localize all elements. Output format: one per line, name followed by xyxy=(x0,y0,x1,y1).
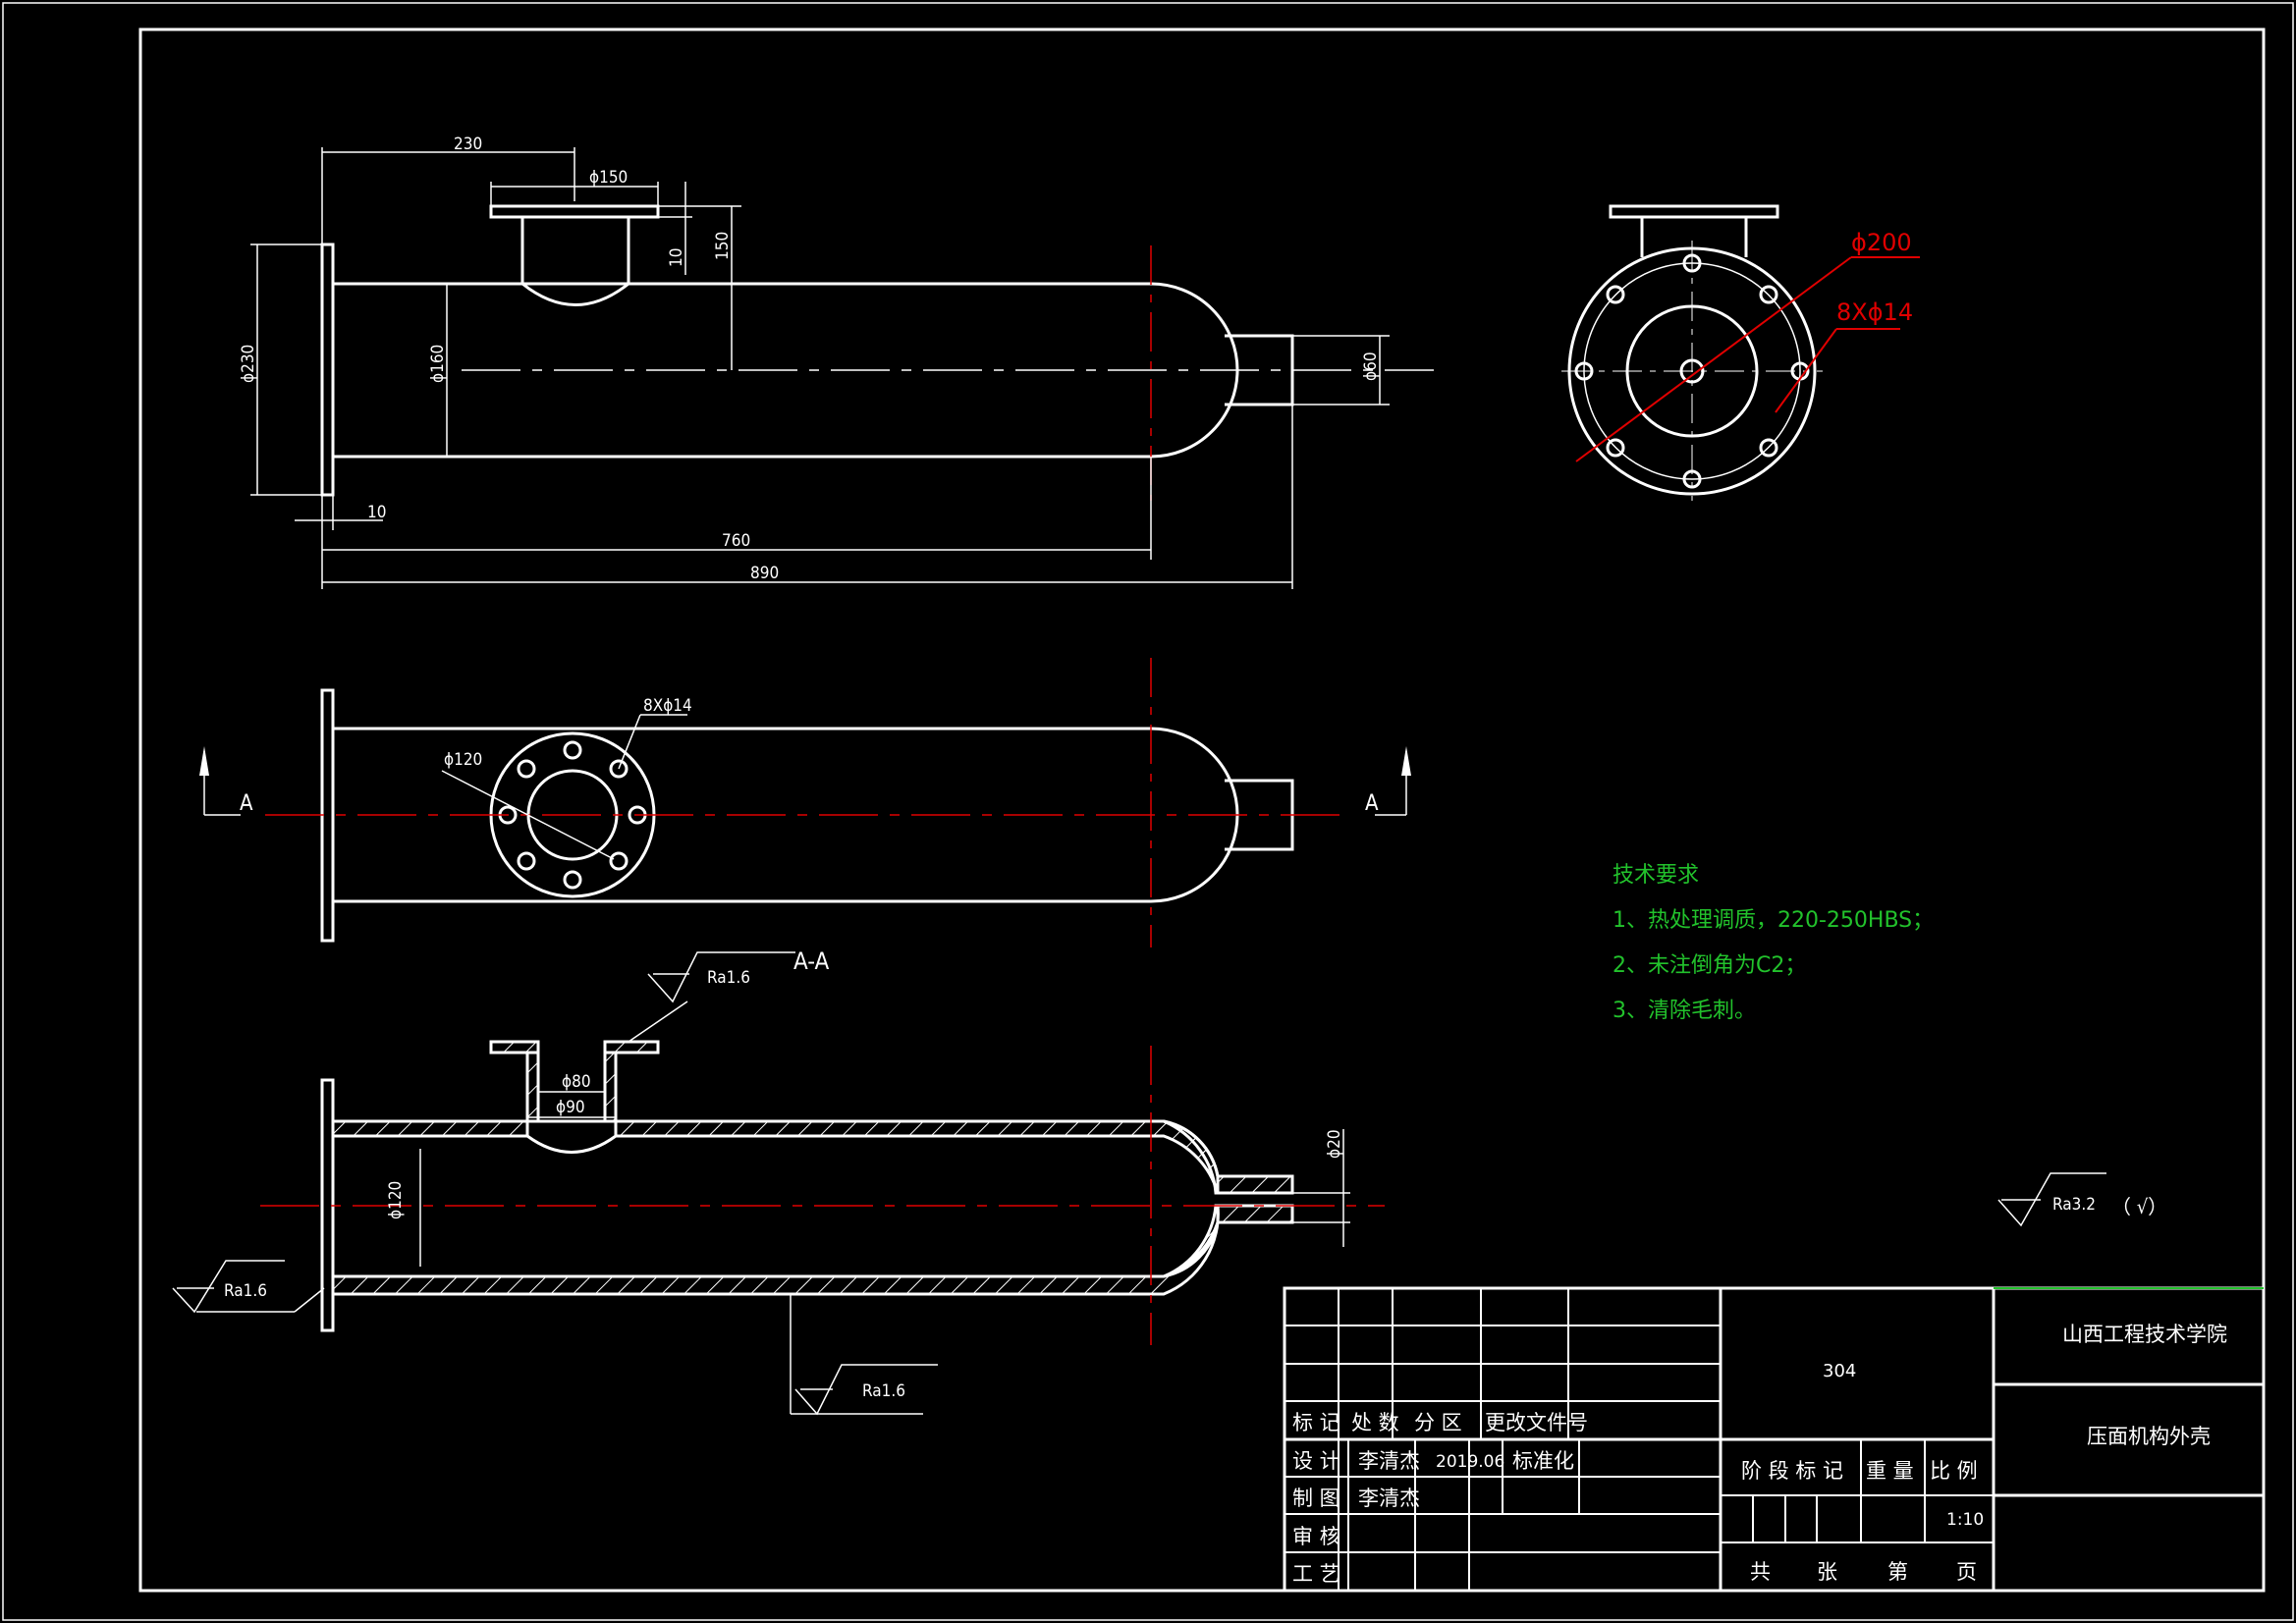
part-name: 压面机构外壳 xyxy=(2087,1425,2211,1448)
dim-phi150: ϕ150 xyxy=(589,168,628,188)
front-dimension-lines xyxy=(250,147,1390,589)
drawer-name: 李清杰 xyxy=(1358,1487,1420,1510)
roughness-left: Ra1.6 xyxy=(224,1281,267,1301)
title-block-texts: 304 山西工程技术学院 压面机构外壳 标 记 处 数 分 区 更改文件号 设 … xyxy=(1292,1323,2227,1586)
tech-req-line-2: 2、未注倒角为C2； xyxy=(1613,953,1806,978)
technical-requirements: 技术要求 1、热处理调质，220-250HBS； 2、未注倒角为C2； 3、清除… xyxy=(1613,863,1934,1023)
dim-150-vertical: 150 xyxy=(713,232,733,260)
section-texts: A-A Ra1.6 ϕ80 ϕ90 ϕ120 ϕ20 Ra1.6 Ra1.6 R… xyxy=(224,947,2167,1401)
section-arrow-left-icon xyxy=(199,746,209,776)
section-view xyxy=(320,1040,1294,1332)
dim-phi230: ϕ230 xyxy=(239,345,258,383)
label-mark: 标 记 xyxy=(1292,1411,1340,1434)
title-block-grid xyxy=(1283,1286,2266,1593)
roughness-bottom: Ra1.6 xyxy=(862,1381,905,1401)
label-page-of: 第 xyxy=(1887,1560,1908,1584)
label-process: 工 艺 xyxy=(1292,1562,1340,1586)
label-stage: 阶 段 标 记 xyxy=(1741,1459,1843,1483)
section-label-right: A xyxy=(1365,791,1379,816)
dim-phi160: ϕ160 xyxy=(428,345,448,383)
label-zone: 分 区 xyxy=(1414,1411,1462,1434)
roughness-general: Ra3.2 xyxy=(2052,1195,2096,1215)
front-view xyxy=(320,204,1294,497)
dim-8xphi14-side: 8Xϕ14 xyxy=(1836,298,1913,326)
dim-phi20: ϕ20 xyxy=(1325,1129,1344,1159)
side-dimension-texts: ϕ200 8Xϕ14 xyxy=(1836,229,1913,326)
dim-phi60: ϕ60 xyxy=(1361,352,1381,381)
material-text: 304 xyxy=(1823,1361,1856,1381)
dim-10: 10 xyxy=(367,503,386,522)
label-design: 设 计 xyxy=(1292,1449,1340,1473)
tech-req-heading: 技术要求 xyxy=(1613,863,1699,888)
label-count: 处 数 xyxy=(1351,1411,1399,1434)
designer-name: 李清杰 xyxy=(1358,1449,1420,1473)
dim-phi90: ϕ90 xyxy=(556,1098,585,1117)
label-sheets: 张 xyxy=(1817,1560,1837,1584)
dim-760: 760 xyxy=(722,531,750,551)
label-scale: 比 例 xyxy=(1930,1459,1978,1483)
tech-req-line-1: 1、热处理调质，220-250HBS； xyxy=(1613,908,1934,933)
drawing-frame xyxy=(138,27,2266,1593)
tech-req-line-3: 3、清除毛刺。 xyxy=(1613,999,1756,1023)
dim-890: 890 xyxy=(750,564,779,583)
top-dimension-texts: 8Xϕ14 ϕ120 A A xyxy=(240,696,1379,816)
dim-phi80: ϕ80 xyxy=(562,1072,591,1092)
label-weight: 重 量 xyxy=(1866,1459,1914,1483)
label-review: 审 核 xyxy=(1292,1525,1340,1548)
roughness-top: Ra1.6 xyxy=(707,968,750,988)
dim-8xphi14-top: 8Xϕ14 xyxy=(643,696,692,716)
dim-230: 230 xyxy=(454,135,482,154)
label-draw: 制 图 xyxy=(1292,1487,1340,1510)
dim-10-vertical: 10 xyxy=(667,248,686,267)
dim-phi200: ϕ200 xyxy=(1851,229,1912,256)
top-flange-bolt-holes xyxy=(498,740,647,890)
dim-phi120-section: ϕ120 xyxy=(386,1181,406,1219)
side-centerlines xyxy=(1561,241,1823,501)
design-date: 2019.06 xyxy=(1436,1452,1504,1472)
section-label-left: A xyxy=(240,791,253,816)
label-standard: 标准化 xyxy=(1512,1449,1574,1473)
section-dimension-lines xyxy=(172,951,2106,1416)
section-title: A-A xyxy=(793,947,830,975)
scale-value: 1:10 xyxy=(1946,1510,1984,1530)
school-name: 山西工程技术学院 xyxy=(2062,1323,2227,1346)
roughness-mark: （ √） xyxy=(2111,1195,2167,1218)
label-total: 共 xyxy=(1750,1560,1771,1584)
side-dimension-lines xyxy=(1575,256,1920,462)
dim-phi120-top: ϕ120 xyxy=(444,750,482,770)
top-dimension-lines xyxy=(203,714,1407,860)
front-dimension-texts: 230 ϕ150 10 150 ϕ230 ϕ160 ϕ60 10 760 890 xyxy=(239,135,1381,583)
label-change-doc: 更改文件号 xyxy=(1485,1411,1588,1434)
section-arrow-right-icon xyxy=(1401,746,1411,776)
label-page: 页 xyxy=(1956,1560,1977,1584)
